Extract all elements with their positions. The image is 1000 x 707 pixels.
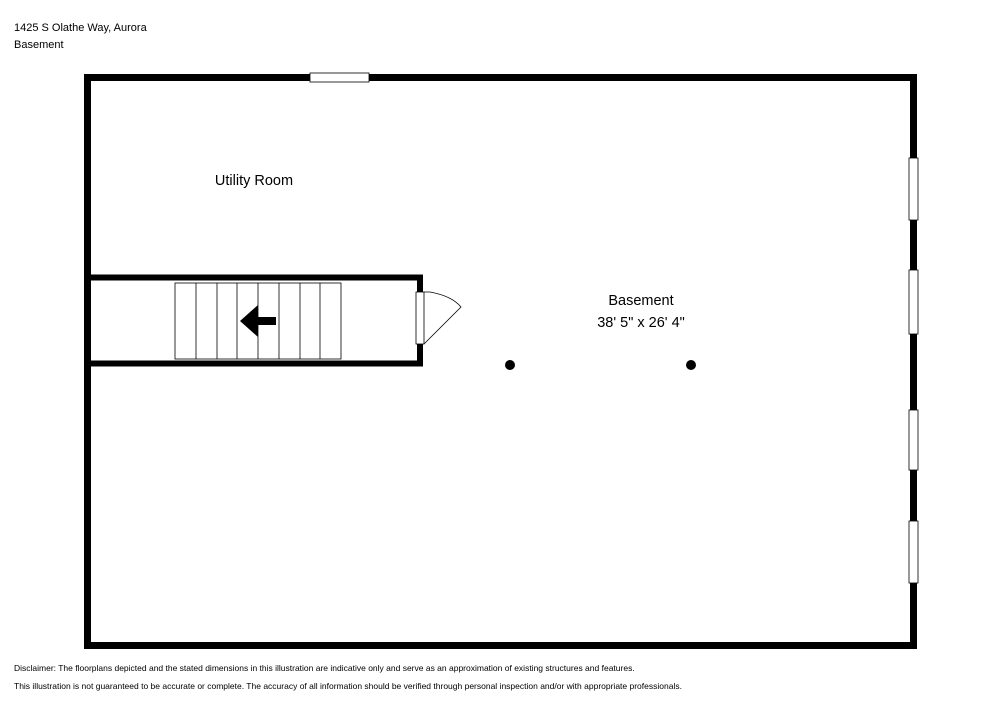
utility-room-label: Utility Room [215,173,293,189]
disclaimer-line-2: This illustration is not guaranteed to b… [14,681,682,691]
window-right-4 [908,520,919,584]
disclaimer-line-1: Disclaimer: The floorplans depicted and … [14,663,635,673]
stair-door [415,291,462,345]
basement-dimensions: 38' 5" x 26' 4" [597,315,685,331]
window-right-1 [908,157,919,221]
property-address: 1425 S Olathe Way, Aurora [14,22,147,34]
support-post-2 [686,360,696,370]
stair-walls [87,274,423,367]
window-right-2 [908,269,919,335]
support-post-1 [505,360,515,370]
window-top [309,72,370,83]
stair-direction-arrow-icon [240,305,276,337]
basement-label: Basement [608,293,673,309]
window-right-3 [908,409,919,471]
floor-name: Basement [14,39,64,51]
